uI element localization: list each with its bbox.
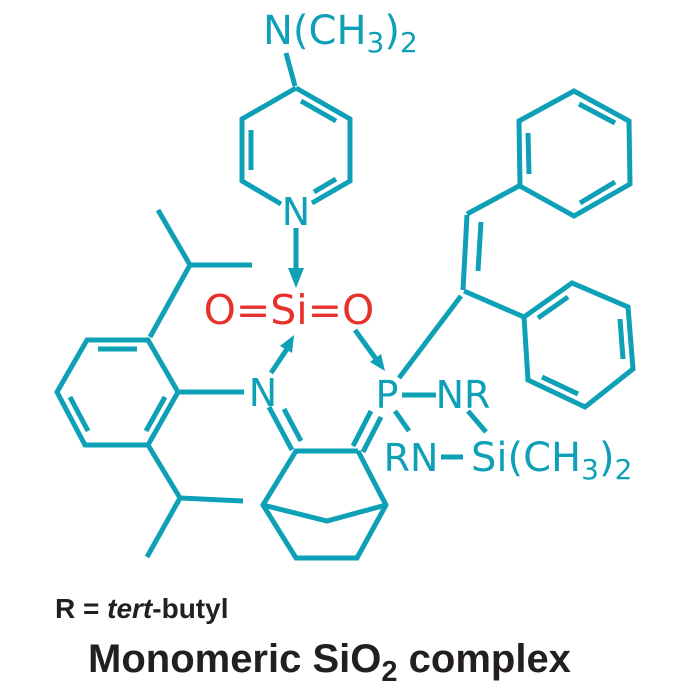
vinyl-to-phenyl-bonds xyxy=(463,183,525,320)
lower-phenyl-ring-bonds xyxy=(521,280,636,410)
p-n-si-ring-bonds xyxy=(392,392,488,460)
phosphorus-label: P xyxy=(376,373,399,417)
pyridine-ring-bonds xyxy=(239,85,353,207)
dimethylamino-label: N(CH3)2 xyxy=(263,8,418,59)
stilbenyl-fragment xyxy=(397,88,636,410)
carbon-nitrogen-double-bond xyxy=(266,405,304,452)
figure-caption: Monomeric SiO2 complex xyxy=(88,637,571,688)
lower-phenyl-double-bonds xyxy=(536,294,626,397)
carbon-phosphorus-double-bond xyxy=(350,409,384,454)
pyridine-to-si-arrowhead xyxy=(288,268,304,288)
upper-phenyl-ring-bonds xyxy=(516,88,633,219)
aryl-ring-bonds xyxy=(54,337,181,448)
dmap-fragment xyxy=(239,52,353,207)
imine-to-si-arrowhead xyxy=(280,335,294,353)
amide-nr-label: NR xyxy=(436,373,491,417)
silicon-dioxide-label: O=Si=O xyxy=(204,286,375,334)
aryl-double-bonds xyxy=(67,346,168,433)
diazasiletidine-fragment xyxy=(392,392,488,460)
dimethylsilyl-label: Si(CH3)2 xyxy=(471,435,632,486)
dative-arrows xyxy=(268,228,385,375)
arrow-shafts xyxy=(268,228,379,375)
si-to-p-arrowhead xyxy=(370,354,385,371)
pyridine-nitrogen-label: N xyxy=(282,190,310,234)
diisopropylphenyl-fragment xyxy=(54,208,252,559)
backbone-fragment xyxy=(260,405,389,561)
upper-phenyl-double-bonds xyxy=(525,101,617,206)
isopropyl-bonds xyxy=(144,208,252,559)
p-to-vinyl-bond xyxy=(397,294,463,380)
norbornane-bonds xyxy=(260,448,389,561)
pyridine-double-bonds xyxy=(248,98,338,195)
vinyl-double-bond xyxy=(460,214,484,291)
nme2-to-ring-bond xyxy=(283,52,298,87)
amide-rn-label: RN xyxy=(384,436,439,480)
r-group-definition: R = tert-butyl xyxy=(55,593,228,624)
imine-nitrogen-label: N xyxy=(249,371,277,415)
